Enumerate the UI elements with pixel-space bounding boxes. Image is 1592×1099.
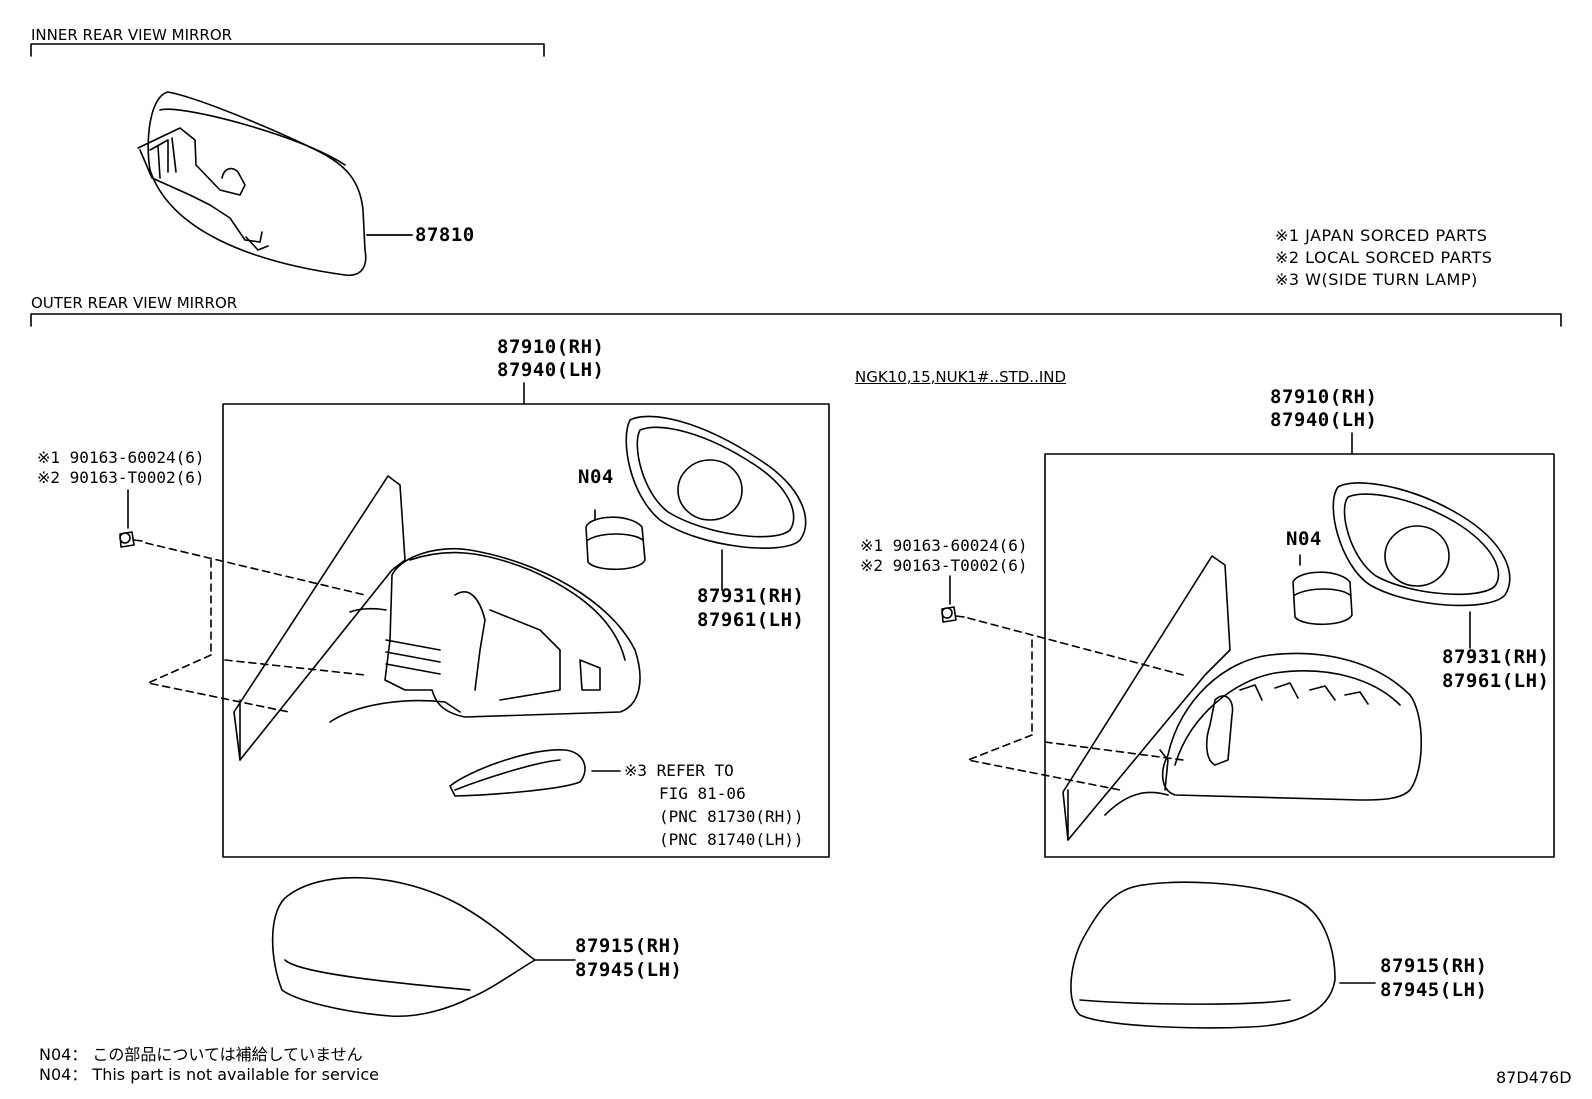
left-mirror-housing-drawing (329, 547, 641, 723)
footer-note-en: N04： This part is not available for serv… (39, 1065, 379, 1084)
right-mirror-base-drawing (1062, 555, 1231, 841)
right-screw-drawing (941, 575, 1184, 791)
left-glass-lh-label: 87961(LH) (697, 609, 805, 631)
variant-label: NGK10,15,NUK1#..STD..IND (855, 368, 1067, 386)
right-n04-label: N04 (1286, 528, 1322, 550)
refer-line-4: (PNC 81740(LH)) (659, 830, 804, 849)
inner-section-title: INNER REAR VIEW MIRROR (31, 26, 233, 44)
right-mirror-housing-drawing (1159, 652, 1422, 801)
refer-line-2: FIG 81-06 (659, 784, 746, 803)
diagram-code: 87D476D (1496, 1068, 1572, 1087)
side-turn-lamp-drawing (449, 749, 621, 797)
left-assy-lh-label: 87940(LH) (497, 359, 605, 381)
right-assy-rh-label: 87910(RH) (1270, 386, 1378, 408)
left-screw-label-2: ※2 90163-T0002(6) (37, 468, 205, 487)
note-1: ※1 JAPAN SORCED PARTS (1275, 226, 1488, 245)
inner-section-bracket (30, 43, 545, 57)
left-n04-label: N04 (578, 466, 614, 488)
left-mirror-base-drawing (233, 475, 406, 761)
left-mirror-glass-drawing (625, 415, 807, 591)
right-glass-rh-label: 87931(RH) (1442, 646, 1550, 668)
left-assy-rh-label: 87910(RH) (497, 336, 605, 358)
note-3: ※3 W(SIDE TURN LAMP) (1275, 270, 1478, 289)
left-glass-rh-label: 87931(RH) (697, 585, 805, 607)
outer-section-bracket (30, 313, 1562, 327)
note-2: ※2 LOCAL SORCED PARTS (1275, 248, 1493, 267)
left-cover-drawing (271, 876, 576, 1018)
right-cover-lh-label: 87945(LH) (1380, 979, 1488, 1001)
left-cover-rh-label: 87915(RH) (575, 935, 683, 957)
right-cover-rh-label: 87915(RH) (1380, 955, 1488, 977)
right-assy-lh-label: 87940(LH) (1270, 409, 1378, 431)
inner-mirror-drawing (137, 91, 413, 276)
outer-section-title: OUTER REAR VIEW MIRROR (31, 294, 238, 312)
right-mirror-glass-drawing (1332, 482, 1511, 649)
left-assembly-box (222, 403, 830, 858)
refer-line-3: (PNC 81730(RH)) (659, 807, 804, 826)
footer-note-jp: N04： この部品については補給していません (39, 1045, 363, 1064)
inner-mirror-part-number: 87810 (415, 224, 475, 246)
right-screw-label-2: ※2 90163-T0002(6) (860, 556, 1028, 575)
right-actuator-drawing (1292, 554, 1353, 626)
right-glass-lh-label: 87961(LH) (1442, 670, 1550, 692)
right-assembly-box (1044, 453, 1555, 858)
left-screw-drawing (119, 489, 366, 713)
left-cover-lh-label: 87945(LH) (575, 959, 683, 981)
left-screw-label-1: ※1 90163-60024(6) (37, 448, 205, 467)
right-cover-drawing (1070, 881, 1376, 1029)
refer-line-1: ※3 REFER TO (624, 761, 734, 780)
left-actuator-drawing (585, 509, 646, 571)
right-screw-label-1: ※1 90163-60024(6) (860, 536, 1028, 555)
